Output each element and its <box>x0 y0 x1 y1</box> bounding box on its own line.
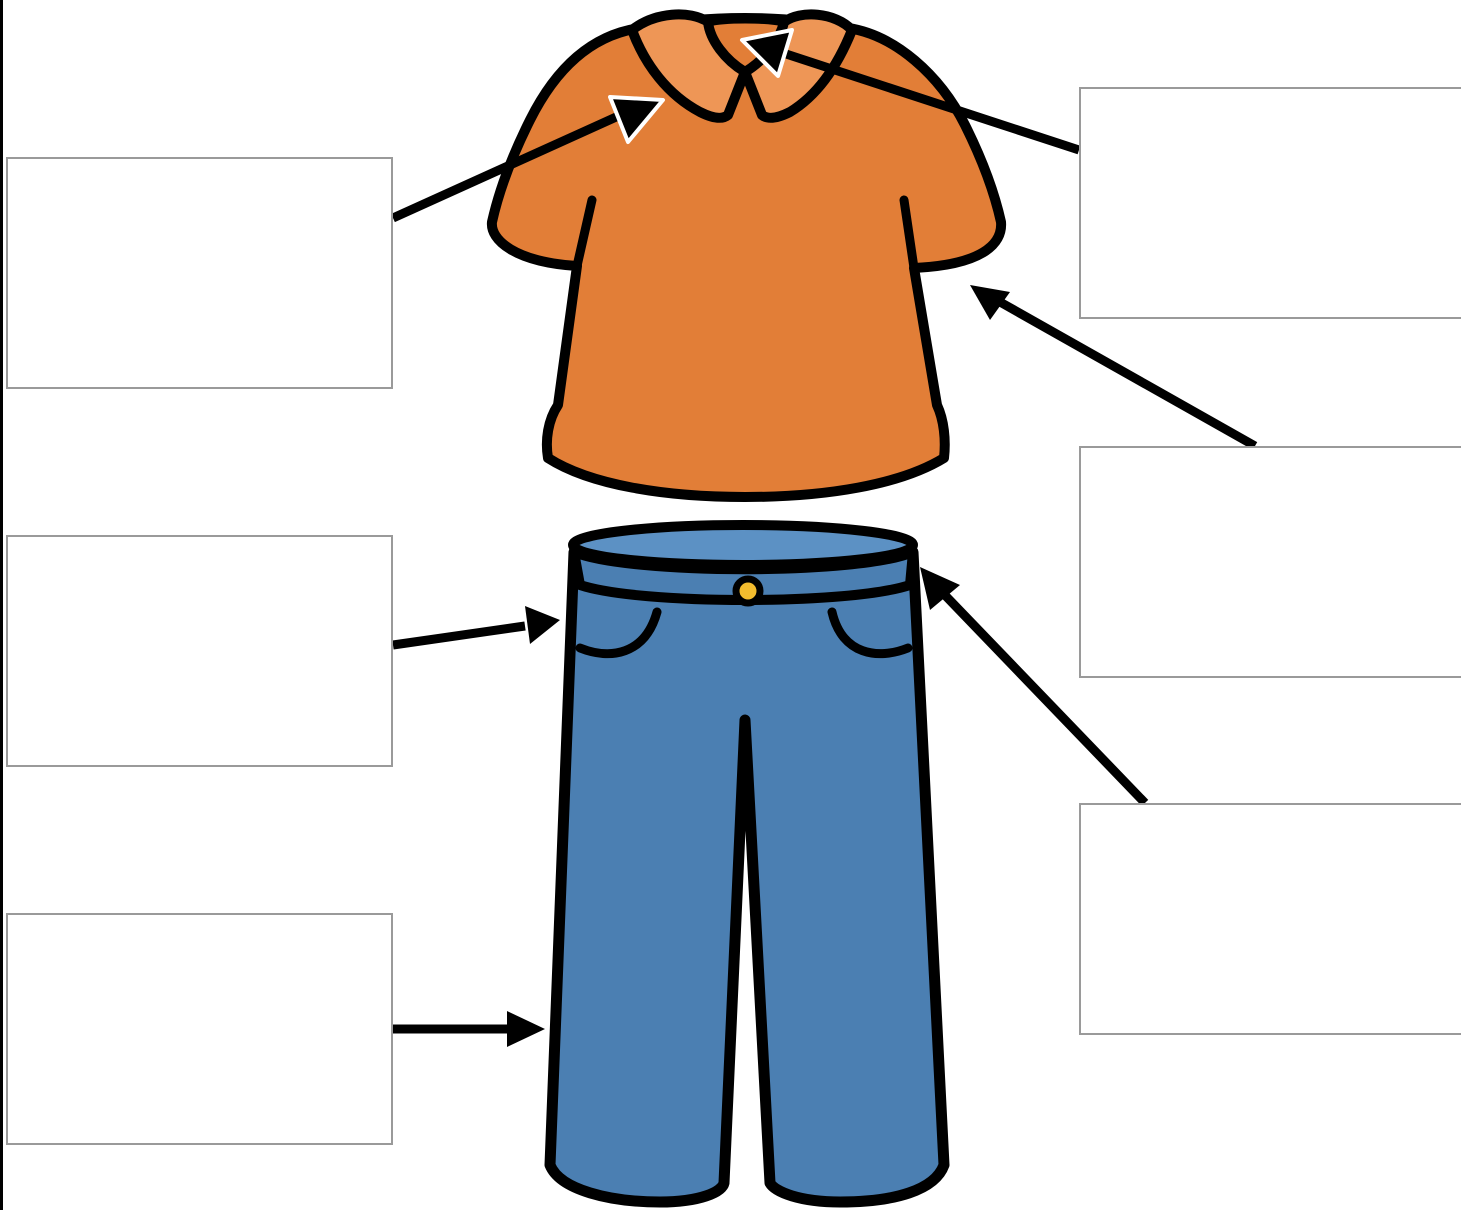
waist-button <box>736 579 760 603</box>
arrow-to-trouser-leg <box>393 1011 545 1047</box>
trousers <box>550 525 944 1202</box>
neckline <box>708 19 784 22</box>
arrow-to-trouser-side <box>393 606 560 645</box>
label-box-left-top[interactable] <box>6 157 393 389</box>
waist-opening <box>573 525 913 565</box>
t-shirt <box>492 14 1001 497</box>
label-box-left-middle[interactable] <box>6 535 393 767</box>
label-box-right-middle[interactable] <box>1079 446 1461 678</box>
label-box-left-bottom[interactable] <box>6 913 393 1145</box>
label-box-right-bottom[interactable] <box>1079 803 1461 1035</box>
t-shirt-body <box>492 18 1001 497</box>
label-box-right-top[interactable] <box>1079 87 1461 319</box>
